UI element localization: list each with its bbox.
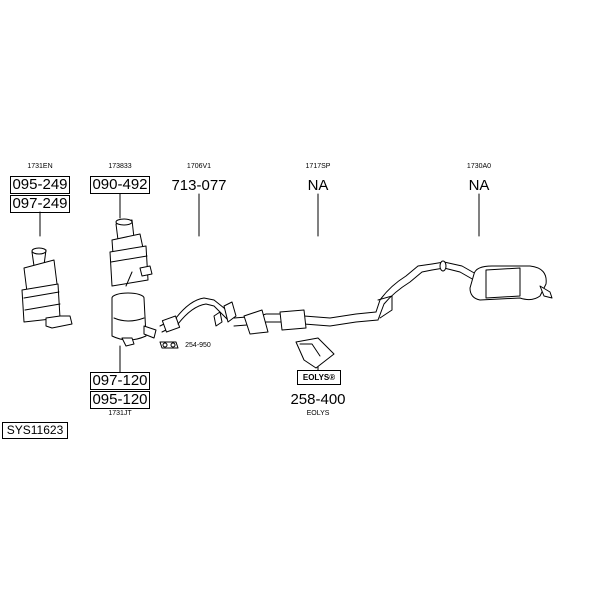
front-pipe-1706v1-drawing <box>159 297 237 333</box>
part-number-713-077[interactable]: 713-077 <box>171 177 227 194</box>
part-id-1706v1: 1706V1 <box>186 163 212 170</box>
rear-muffler-1730a0-drawing <box>431 260 553 301</box>
part-number-na-1717sp[interactable]: NA <box>307 177 329 194</box>
part-id-1731en: 1731EN <box>27 163 53 170</box>
part-id-1731jt: 1731JT <box>108 410 132 417</box>
part-id-1730a0: 1730A0 <box>466 163 492 170</box>
part-id-1717sp: 1717SP <box>305 163 331 170</box>
part-number-258-400[interactable]: 258-400 <box>290 391 346 408</box>
eolys-id: EOLYS <box>306 410 330 417</box>
catalyst-173833-drawing <box>109 218 153 287</box>
catalyst-1731en-drawing <box>21 247 73 329</box>
gasket-number[interactable]: 254-950 <box>185 342 211 349</box>
eolys-badge: EOLYS® <box>297 370 341 385</box>
system-code: SYS11623 <box>2 422 68 439</box>
part-number-097-120[interactable]: 097-120 <box>90 372 150 390</box>
catalyst-1731jt-drawing <box>111 292 157 347</box>
part-id-173833: 173833 <box>108 163 132 170</box>
part-number-na-1730a0[interactable]: NA <box>468 177 490 194</box>
gasket-drawing <box>159 341 179 349</box>
part-number-095-249[interactable]: 095-249 <box>10 176 70 194</box>
middle-section-1717sp-drawing <box>233 263 433 369</box>
part-number-097-249[interactable]: 097-249 <box>10 195 70 213</box>
part-number-095-120[interactable]: 095-120 <box>90 391 150 409</box>
